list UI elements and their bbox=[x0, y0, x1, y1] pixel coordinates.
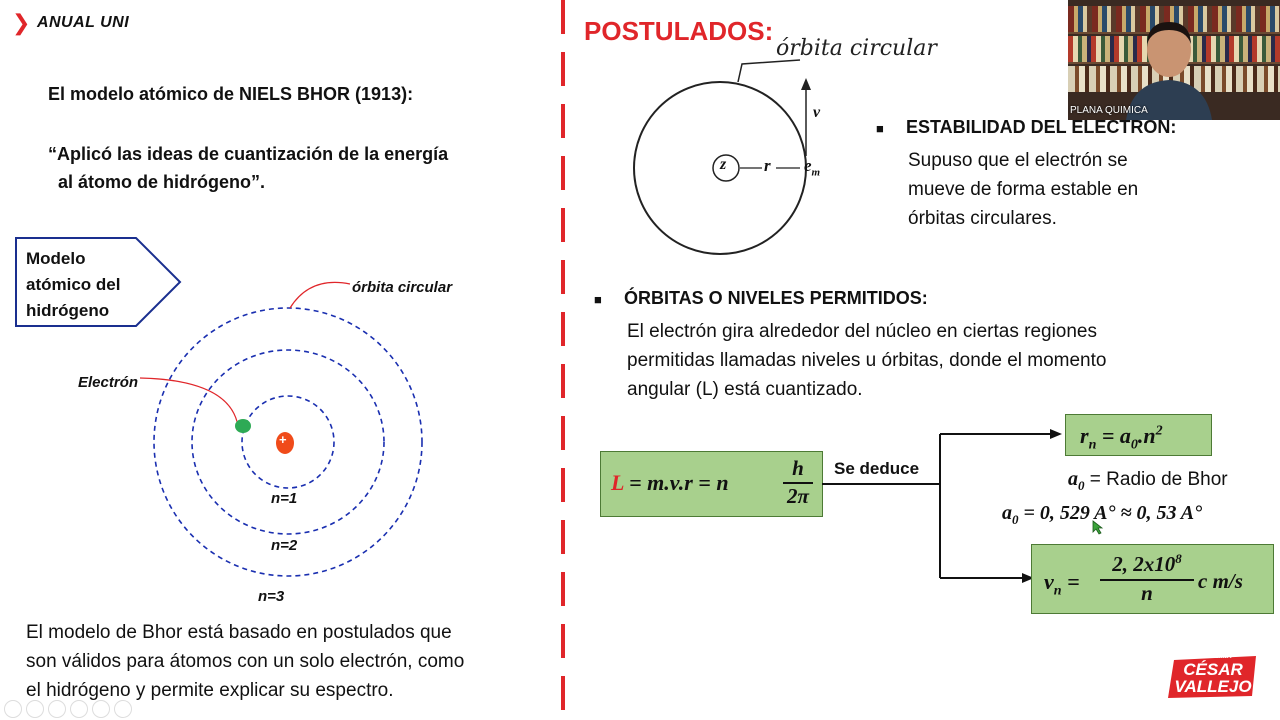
diagram-v: v bbox=[813, 104, 821, 121]
formula-L-lhs: L bbox=[611, 470, 624, 495]
zoom-icon[interactable] bbox=[92, 700, 110, 718]
arrow-to-radius bbox=[1040, 429, 1062, 439]
deduce-label: Se deduce bbox=[834, 459, 920, 478]
orbit-label: órbita circular bbox=[352, 279, 453, 296]
brand-label: ANUAL UNI bbox=[36, 14, 130, 31]
formula-L-mid: = m.v.r = n bbox=[629, 470, 729, 495]
logo-text: ACADEMIA CÉSAR VALLEJO bbox=[1166, 652, 1260, 695]
electron-pointer bbox=[140, 377, 239, 427]
more-options-icon[interactable] bbox=[114, 700, 132, 718]
paragraph-line-2: son válidos para átomos con un solo elec… bbox=[26, 651, 465, 672]
diagram-e: em bbox=[804, 156, 821, 179]
presenter bbox=[1126, 22, 1212, 120]
orbits-text: El electrón gira alrededor del núcleo en… bbox=[627, 317, 1106, 404]
velocity-unit: c m/s bbox=[1198, 569, 1243, 593]
electron-label: Electrón bbox=[78, 374, 139, 391]
level-n2: n=2 bbox=[271, 537, 298, 554]
logo-line-1: CÉSAR bbox=[1183, 660, 1243, 679]
model-line-1: Modelo bbox=[26, 249, 86, 268]
logo-small: ACADEMIA bbox=[1194, 653, 1232, 660]
stability-title: ESTABILIDAD DEL ELECTRÓN: bbox=[906, 117, 1177, 137]
webcam-feed: PLANA QUIMICA bbox=[1068, 0, 1280, 120]
mouse-cursor-icon bbox=[1092, 520, 1104, 535]
model-line-2: atómico del bbox=[26, 275, 121, 294]
handwriting-pointer bbox=[737, 59, 801, 83]
formula-L-den: 2π bbox=[783, 482, 813, 509]
bullet-icon: ■ bbox=[876, 121, 884, 136]
a0-value: a0 = 0, 529 A° ≈ 0, 53 A° bbox=[1002, 502, 1203, 527]
orbit-velocity-diagram bbox=[633, 59, 811, 255]
orbit-pointer bbox=[289, 281, 351, 309]
next-slide-icon[interactable] bbox=[26, 700, 44, 718]
brand-logo: ❯ ANUAL UNI bbox=[12, 10, 130, 35]
nucleus-symbol: + bbox=[279, 432, 287, 447]
electron-dot bbox=[235, 419, 251, 433]
stability-line-3: órbitas circulares. bbox=[908, 208, 1057, 229]
velocity-formula: vn = 2, 2x108 n c m/s bbox=[1031, 544, 1274, 614]
paragraph-line-3: el hidrógeno y permite explicar su espec… bbox=[26, 680, 394, 701]
logo-line-2: VALLEJO bbox=[1174, 677, 1252, 696]
level-n1: n=1 bbox=[271, 490, 298, 507]
model-callout-shape bbox=[15, 237, 182, 327]
bhor-paragraph: El modelo de Bhor está basado en postula… bbox=[26, 618, 464, 705]
orbit-n3 bbox=[153, 307, 423, 577]
orbits-line-1: El electrón gira alrededor del núcleo en… bbox=[627, 321, 1097, 342]
formula-L-num: h bbox=[792, 456, 804, 480]
a0-definition: a0 = Radio de Bhor bbox=[1068, 468, 1228, 493]
stability-line-2: mueve de forma estable en bbox=[908, 179, 1139, 200]
deduction-arrows bbox=[822, 433, 1040, 583]
orbit-n2 bbox=[191, 349, 385, 535]
chevron-right-icon: ❯ bbox=[12, 10, 31, 35]
quote-line-1: “Aplicó las ideas de cuantización de la … bbox=[48, 144, 449, 164]
section-divider bbox=[561, 0, 565, 720]
radius-formula: rn = a0.n2 bbox=[1065, 414, 1212, 456]
slides-icon[interactable] bbox=[70, 700, 88, 718]
paragraph-line-1: El modelo de Bhor está basado en postula… bbox=[26, 622, 452, 643]
webcam-label: PLANA QUIMICA bbox=[1070, 105, 1148, 116]
nucleus bbox=[276, 432, 294, 454]
orbits-line-3: angular (L) está cuantizado. bbox=[627, 379, 863, 400]
stability-text: Supuso que el electrón se mueve de forma… bbox=[908, 146, 1138, 233]
stability-line-1: Supuso que el electrón se bbox=[908, 150, 1128, 171]
nucleus-circle bbox=[712, 154, 740, 182]
diagram-z: z bbox=[720, 156, 727, 173]
diagram-r: r bbox=[764, 156, 771, 175]
quote-line-2: al átomo de hidrógeno”. bbox=[58, 172, 266, 192]
angular-momentum-formula: L = m.v.r = n h 2π bbox=[600, 451, 823, 517]
postulados-title: POSTULADOS: bbox=[584, 16, 774, 46]
hydrogen-atom-diagram bbox=[140, 281, 423, 577]
left-heading: El modelo atómico de NIELS BHOR (1913): bbox=[48, 84, 414, 104]
orbits-line-2: permitidas llamadas niveles u órbitas, d… bbox=[627, 350, 1107, 371]
level-n3: n=3 bbox=[258, 588, 285, 605]
orbit-n1 bbox=[241, 395, 335, 489]
bullet-icon: ■ bbox=[594, 292, 602, 307]
model-callout-text: Modelo atómico del hidrógeno bbox=[26, 246, 120, 324]
orbit-circle bbox=[633, 81, 807, 255]
prev-slide-icon[interactable] bbox=[4, 700, 22, 718]
handwritten-orbit-label: órbita circular bbox=[776, 36, 937, 61]
pen-icon[interactable] bbox=[48, 700, 66, 718]
presentation-toolbar[interactable] bbox=[4, 700, 132, 718]
orbits-title: ÓRBITAS O NIVELES PERMITIDOS: bbox=[624, 288, 928, 308]
academia-logo bbox=[1168, 656, 1256, 698]
model-line-3: hidrógeno bbox=[26, 301, 110, 320]
